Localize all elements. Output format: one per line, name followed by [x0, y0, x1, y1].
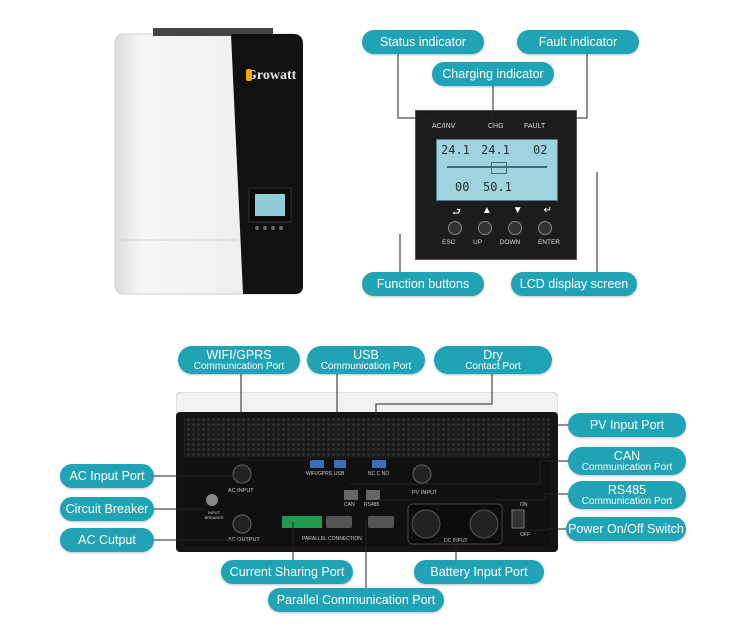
lcd-top-left: 24.1: [441, 143, 470, 157]
callout-power-switch: Power On/Off Switch: [566, 517, 686, 541]
down-triangle-icon: ▼: [512, 205, 523, 216]
callout-parallel-comm: Parallel Communication Port: [268, 588, 444, 612]
callout-wifi-gprs: WIFI/GPRS Communication Port: [178, 346, 300, 374]
lcd-screen: 24.1 24.1 02 00 50.1: [436, 139, 558, 201]
enter-icon: ↵: [543, 205, 552, 216]
lcd-flow-line: [447, 166, 547, 168]
inverter-front-image: Growatt: [113, 28, 305, 296]
callout-fault-indicator: Fault indicator: [517, 30, 639, 54]
bp-wifi: WIFI/GPRS: [306, 471, 333, 477]
callout-dry-contact: Dry Contact Port: [434, 346, 552, 374]
up-label: UP: [473, 239, 483, 246]
callout-wifi-line2: Communication Port: [193, 361, 285, 372]
inverter-bottom-image: AC INPUT AC OUTPUT WIFI/GPRS USB NC C NO…: [175, 391, 559, 552]
esc-label: ESC: [442, 239, 456, 246]
bp-nc: NC C NO: [368, 471, 390, 477]
bp-parallel: PARALLEL CONNECTION: [302, 536, 362, 542]
bp-usb: USB: [334, 471, 345, 477]
brand-logo: Growatt: [246, 68, 297, 83]
button-labels: ESC UP DOWN ENTER: [442, 239, 560, 246]
callout-status-indicator: Status indicator: [362, 30, 484, 54]
esc-button[interactable]: [448, 221, 462, 235]
bp-off: OFF: [520, 532, 530, 538]
callout-usb-line1: USB: [353, 348, 379, 362]
callout-circuit-breaker: Circuit Breaker: [60, 497, 154, 521]
lcd-top-right: 02: [533, 143, 548, 157]
button-symbols: ⮐ ▲ ▼ ↵: [452, 205, 552, 222]
button-row: [448, 221, 552, 235]
enter-button[interactable]: [538, 221, 552, 235]
callout-can-line1: CAN: [613, 449, 641, 463]
lcd-top-mid: 24.1: [481, 143, 510, 157]
bp-pv: PV INPUT: [412, 490, 438, 496]
callout-rs485-line2: Communication Port: [581, 496, 673, 507]
callout-ac-output: AC Cutput: [60, 528, 154, 552]
callout-usb-line2: Communication Port: [320, 361, 412, 372]
callout-rs485-line1: RS485: [607, 483, 647, 497]
callout-charging-indicator: Charging indicator: [432, 62, 554, 86]
callout-lcd-display: LCD display screen: [511, 272, 637, 296]
bp-ac-output: AC OUTPUT: [228, 537, 260, 543]
callout-pv-input: PV Input Port: [568, 413, 686, 437]
callout-dry-line1: Dry: [483, 348, 503, 362]
callout-usb: USB Communication Port: [307, 346, 425, 374]
down-label: DOWN: [499, 239, 521, 246]
front-panel: AC/INV CHG FAULT 24.1 24.1 02 00 50.1 ⮐ …: [415, 110, 577, 260]
indicator-fault-label: FAULT: [524, 123, 546, 130]
return-icon: ⮐: [452, 207, 461, 218]
bp-breaker: INPUT BREAKER: [204, 510, 224, 520]
bp-ac-input: AC INPUT: [228, 488, 254, 494]
callout-battery-input: Battery Input Port: [414, 560, 544, 584]
callout-wifi-line1: WIFI/GPRS: [206, 348, 272, 362]
callout-can: CAN Communication Port: [568, 447, 686, 475]
down-button[interactable]: [508, 221, 522, 235]
lcd-bottom-mid: 50.1: [483, 180, 512, 194]
up-button[interactable]: [478, 221, 492, 235]
indicator-status-label: AC/INV: [432, 123, 456, 130]
callout-rs485: RS485 Communication Port: [568, 481, 686, 509]
callout-dry-line2: Contact Port: [465, 361, 521, 372]
battery-icon: [491, 162, 507, 174]
bp-can: CAN: [344, 502, 355, 508]
callout-can-line2: Communication Port: [581, 462, 673, 473]
brand-mark: [246, 69, 252, 81]
callout-function-buttons: Function buttons: [362, 272, 484, 296]
enter-label: ENTER: [537, 239, 560, 246]
callout-current-sharing: Current Sharing Port: [221, 560, 353, 584]
callout-ac-input: AC Input Port: [60, 464, 154, 488]
indicator-charging-label: CHG: [488, 123, 504, 130]
up-triangle-icon: ▲: [481, 205, 492, 216]
lcd-bottom-left: 00: [455, 180, 470, 194]
bp-on: ON: [520, 502, 528, 508]
bp-rs485: RS485: [364, 502, 380, 508]
